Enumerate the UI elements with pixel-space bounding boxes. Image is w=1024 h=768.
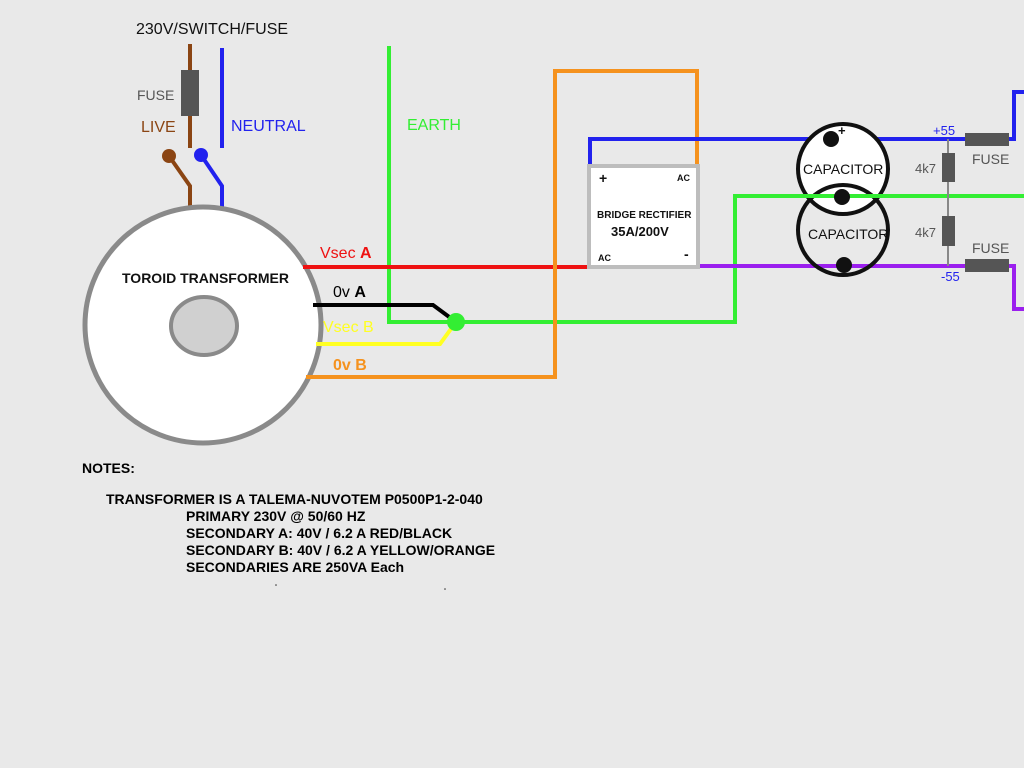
minus55-label: -55 xyxy=(941,269,960,284)
positive-output-fuse xyxy=(965,133,1009,146)
notes-line-primary: PRIMARY 230V @ 50/60 HZ xyxy=(186,508,366,524)
notes-heading: NOTES: xyxy=(82,460,135,476)
vsec-b-wire xyxy=(316,320,458,346)
notes-line-secondary-a: SECONDARY A: 40V / 6.2 A RED/BLACK xyxy=(186,525,453,541)
resistor-top-label: 4k7 xyxy=(915,161,936,176)
positive-fuse-label: FUSE xyxy=(972,151,1009,167)
capacitor-common-terminal xyxy=(834,189,850,205)
positive-rail xyxy=(588,90,1024,166)
earth-wire xyxy=(387,46,1024,324)
capacitor-bottom xyxy=(796,183,890,277)
bridge-rectifier xyxy=(587,164,700,269)
primary-fuse xyxy=(181,70,199,116)
bleeder-resistor-top xyxy=(942,153,955,182)
toroid-core xyxy=(169,295,239,357)
ov-b-wire xyxy=(306,69,699,379)
transformer-label: TOROID TRANSFORMER xyxy=(122,270,289,286)
capacitor-bottom-negative-terminal xyxy=(836,257,852,273)
negative-fuse-label: FUSE xyxy=(972,240,1009,256)
speck xyxy=(444,588,446,590)
centre-tap-junction xyxy=(447,313,465,331)
neutral-label: NEUTRAL xyxy=(231,118,306,135)
vsec-b-label: Vsec B xyxy=(323,319,374,336)
ov-a-label: 0v A xyxy=(333,284,366,301)
negative-rail xyxy=(697,264,1024,311)
diagram-title: 230V/SWITCH/FUSE xyxy=(136,21,288,38)
capacitor-top-label: CAPACITOR xyxy=(803,161,883,177)
ov-a-wire xyxy=(313,303,458,324)
resistor-bottom-label: 4k7 xyxy=(915,225,936,240)
rectifier-ac-bottom-terminal: AC xyxy=(598,253,611,263)
plus55-label: +55 xyxy=(933,123,955,138)
capacitor-plus-mark: + xyxy=(838,123,846,138)
notes-block: NOTES: TRANSFORMER IS A TALEMA-NUVOTEM P… xyxy=(82,460,495,576)
notes-line-rating: SECONDARIES ARE 250VA Each xyxy=(186,559,405,575)
speck xyxy=(275,584,277,586)
rectifier-ac-top-terminal: AC xyxy=(677,173,690,183)
rectifier-name: BRIDGE RECTIFIER xyxy=(597,210,692,221)
live-label: LIVE xyxy=(141,119,176,136)
bleeder-resistor-bottom xyxy=(942,216,955,246)
rectifier-minus-terminal: - xyxy=(684,246,689,262)
ov-b-label: 0v B xyxy=(333,357,367,374)
notes-line-transformer: TRANSFORMER IS A TALEMA-NUVOTEM P0500P1-… xyxy=(106,491,483,507)
rectifier-plus-terminal: + xyxy=(599,170,607,186)
vsec-a-label: Vsec A xyxy=(320,245,372,262)
earth-label: EARTH xyxy=(407,117,461,134)
rectifier-rating: 35A/200V xyxy=(611,224,669,239)
negative-output-fuse xyxy=(965,259,1009,272)
primary-fuse-label: FUSE xyxy=(137,87,174,103)
capacitor-bottom-label: CAPACITOR xyxy=(808,226,888,242)
notes-line-secondary-b: SECONDARY B: 40V / 6.2 A YELLOW/ORANGE xyxy=(186,542,496,558)
capacitor-top-positive-terminal xyxy=(823,131,839,147)
